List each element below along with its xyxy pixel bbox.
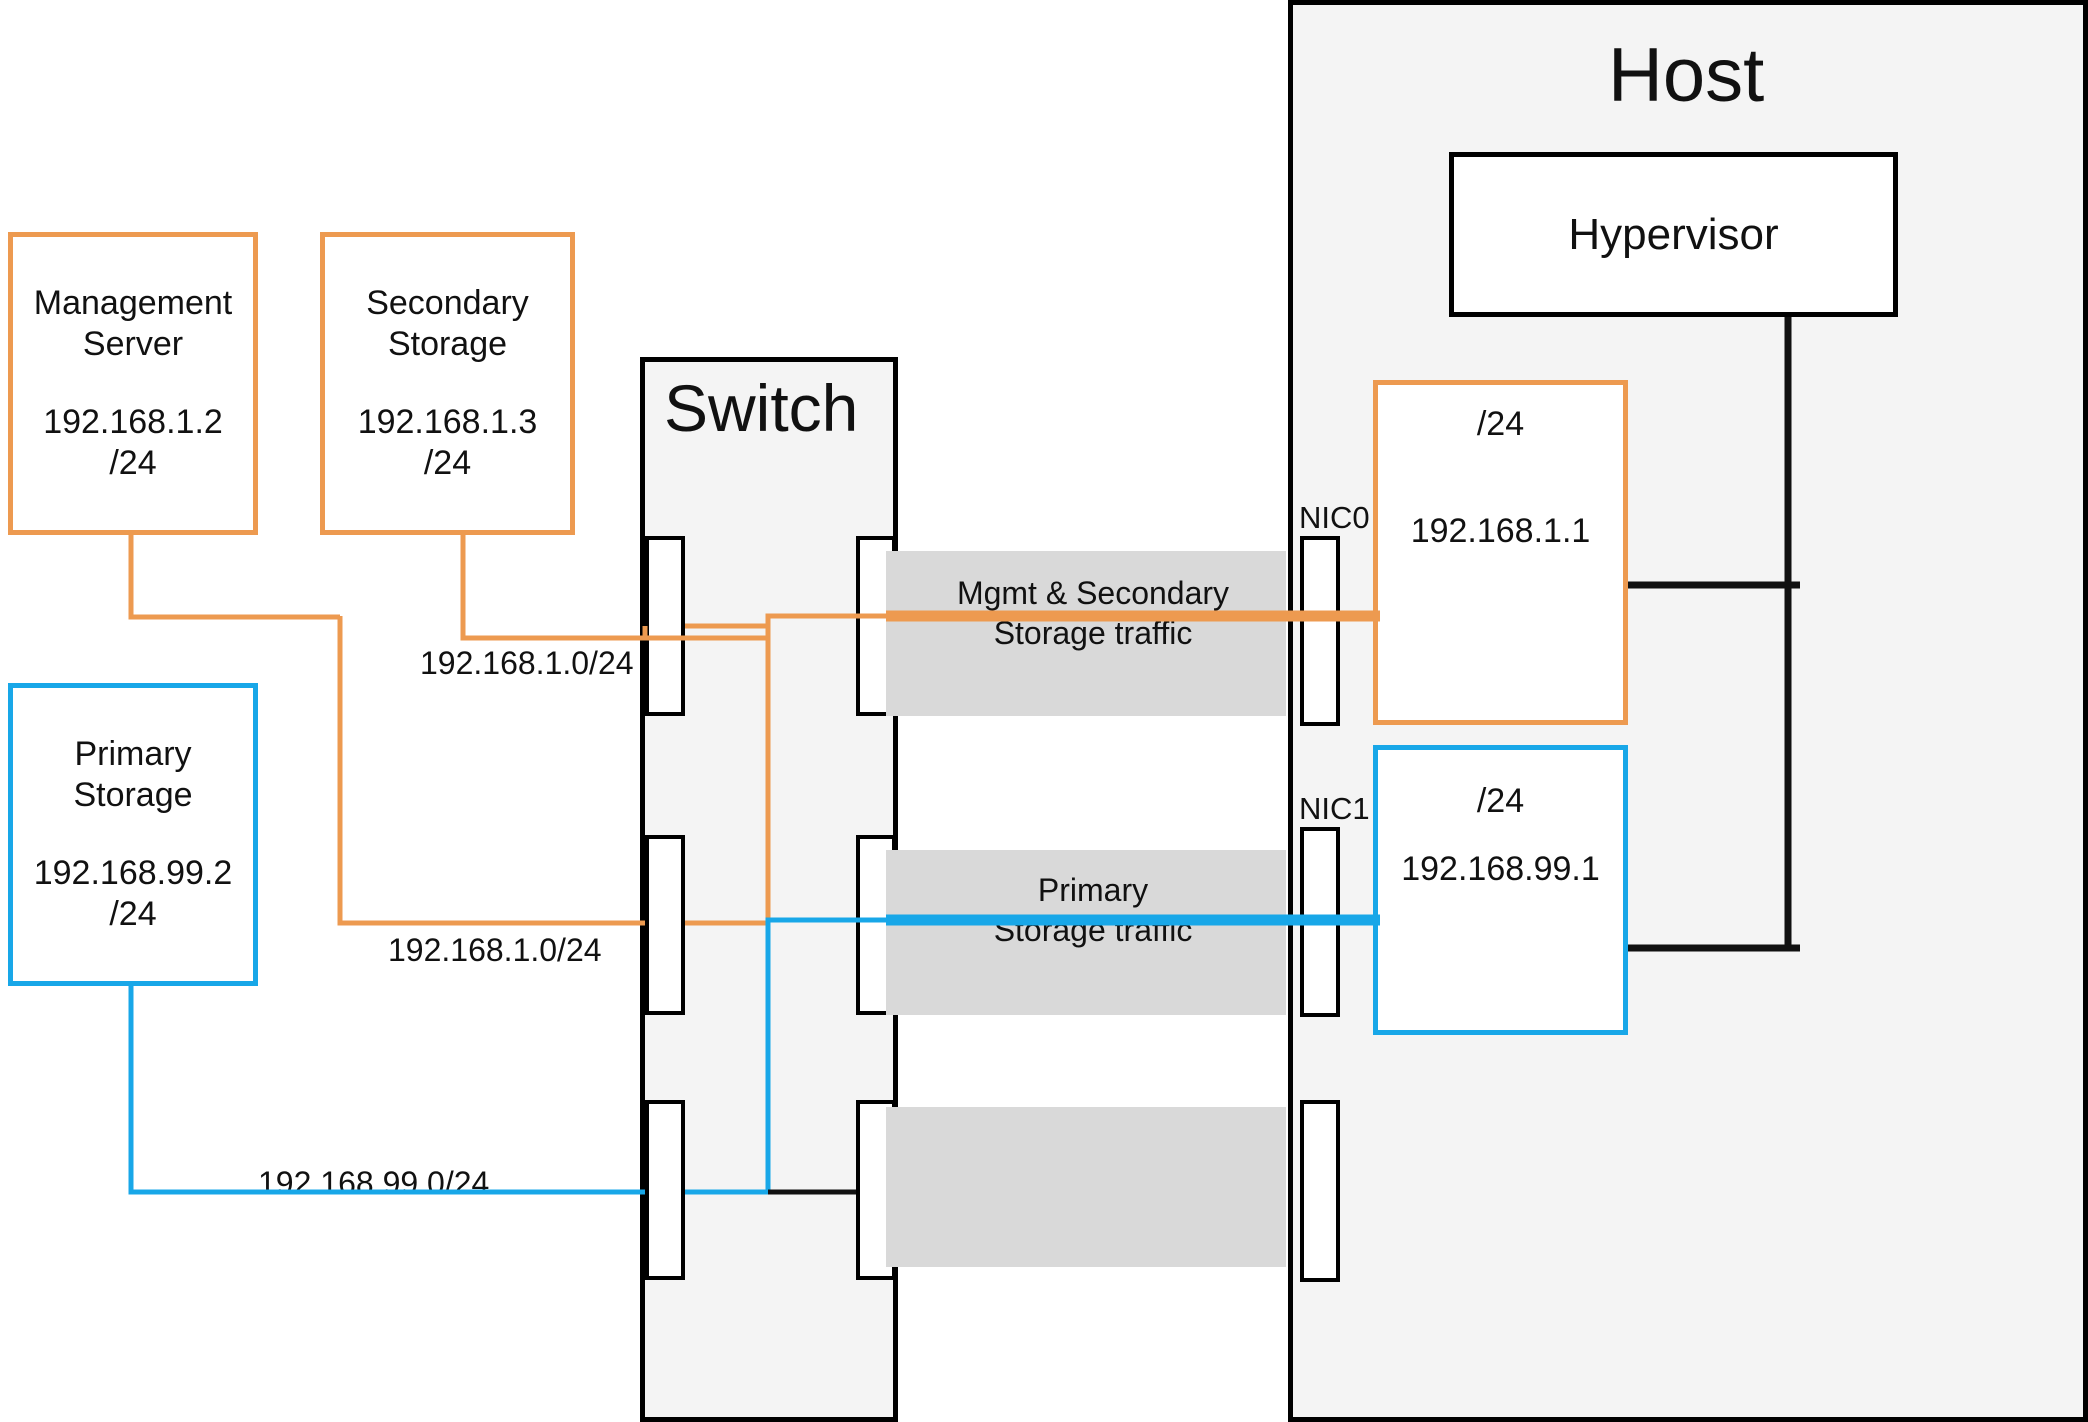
traffic-band-unused [886,1107,1286,1267]
traffic-band-primary-line1: Primary [1037,872,1149,908]
management-server-line2: Server [82,325,184,364]
management-server-line1: Management [33,283,233,322]
wire-primary-storage [128,986,645,1195]
host-port-unused[interactable] [1300,1100,1340,1282]
secondary-storage-ip: 192.168.1.3 [357,402,538,441]
traffic-band-mgmt-line1: Mgmt & Secondary [956,575,1230,611]
primary-storage-ip: 192.168.99.2 [33,853,233,892]
switch-port-left-1[interactable] [645,536,685,716]
secondary-storage-line2: Storage [387,325,508,364]
nic0-ip-box[interactable]: 192.168.1.1 /24 [1373,380,1628,725]
secondary-storage-line1: Secondary [366,283,529,322]
nic0-label: NIC0 [1299,500,1370,535]
traffic-band-mgmt [886,551,1286,716]
primary-storage-box[interactable]: Primary Storage 192.168.99.2 /24 [8,683,258,986]
traffic-band-mgmt-line2: Storage traffic [993,615,1193,651]
primary-storage-line1: Primary [74,734,192,773]
primary-storage-line2: Storage [73,776,193,815]
management-server-box[interactable]: Management Server 192.168.1.2 /24 [8,232,258,535]
host-label: Host [1608,33,1765,118]
subnet-label-storage: 192.168.99.0/24 [258,1165,490,1201]
management-server-mask: /24 [109,443,157,482]
nic1-mask: /24 [1476,782,1525,820]
secondary-storage-box[interactable]: Secondary Storage 192.168.1.3 /24 [320,232,575,535]
host-nic1-port[interactable] [1300,827,1340,1017]
switch-port-left-3[interactable] [645,1100,685,1280]
subnet-label-mgmt-lower: 192.168.1.0/24 [388,932,602,968]
management-server-ip: 192.168.1.2 [43,402,223,441]
hypervisor-box[interactable]: Hypervisor [1449,152,1898,317]
nic0-mask: /24 [1476,404,1525,443]
switch-port-left-2[interactable] [645,835,685,1015]
traffic-band-primary [886,850,1286,1015]
secondary-storage-mask: /24 [423,443,472,482]
traffic-band-primary-line2: Storage traffic [993,912,1193,948]
subnet-label-mgmt-upper: 192.168.1.0/24 [420,645,634,681]
switch-label: Switch [664,371,859,445]
nic1-ip: 192.168.99.1 [1401,849,1600,888]
nic0-ip: 192.168.1.1 [1410,512,1591,550]
nic1-ip-box[interactable]: 192.168.99.1 /24 [1373,745,1628,1035]
primary-storage-mask: /24 [109,894,157,933]
wire-secondary-storage-b [463,626,648,641]
hypervisor-label: Hypervisor [1568,209,1779,259]
host-nic0-port[interactable] [1300,536,1340,726]
wire-mgmt-server [128,535,343,620]
nic1-label: NIC1 [1299,791,1370,826]
